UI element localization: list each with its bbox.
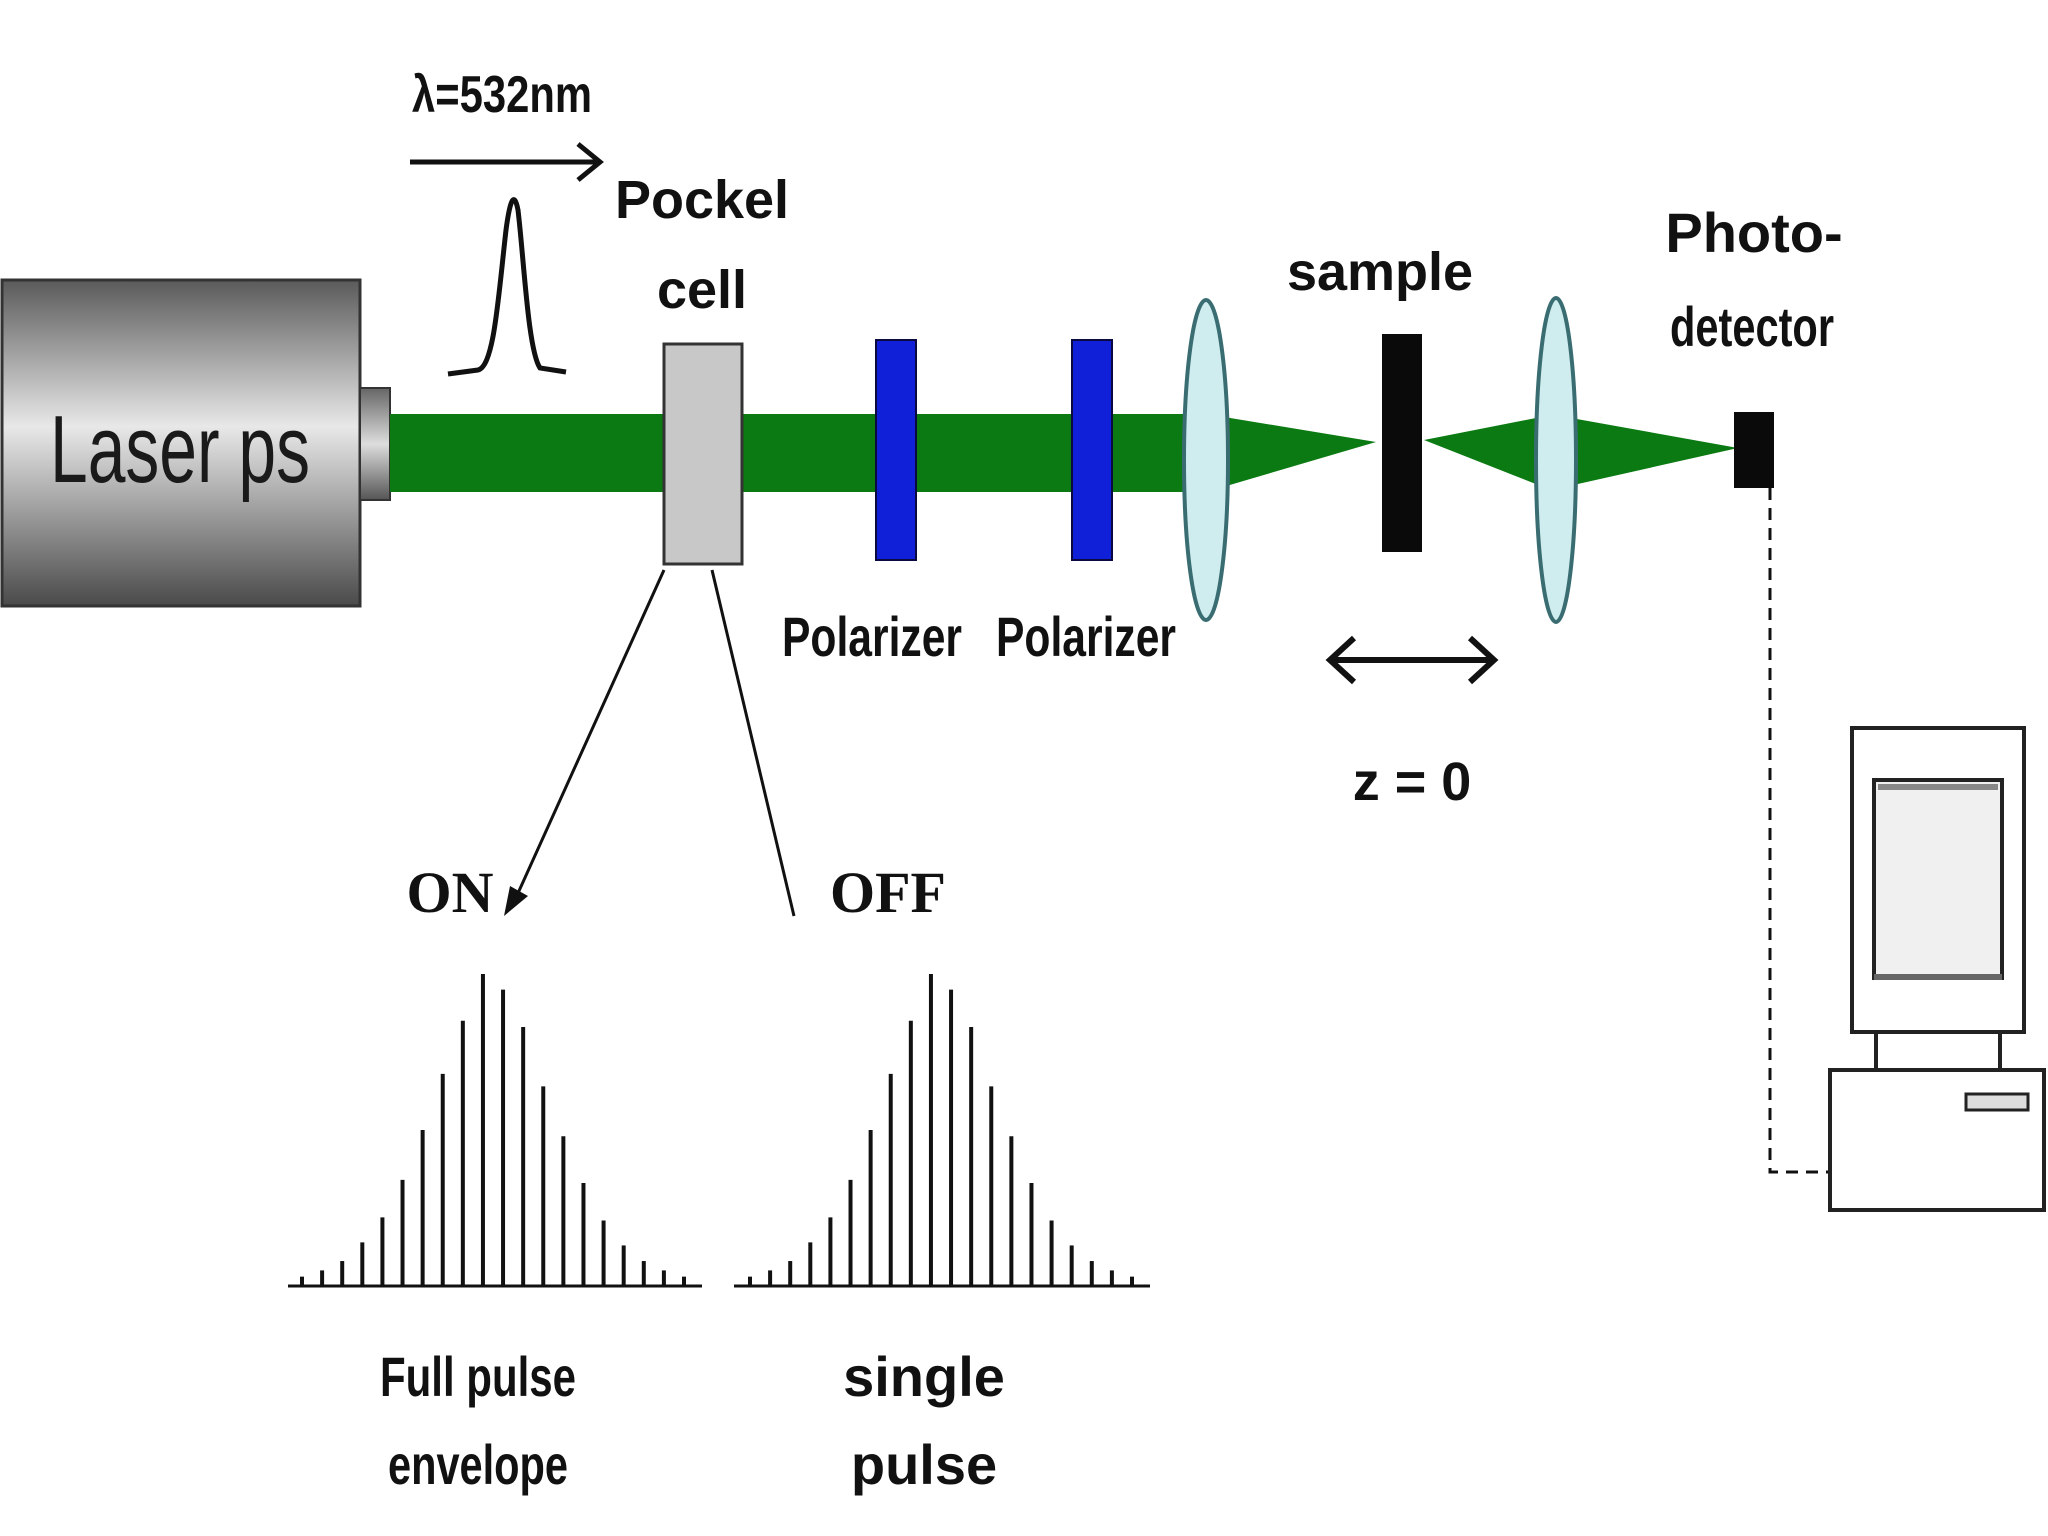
polarizer-1-label: Polarizer bbox=[782, 605, 962, 668]
sample-label: sample bbox=[1287, 242, 1473, 302]
photodetector-label-line2: detector bbox=[1670, 295, 1834, 358]
double-arrow-icon bbox=[1325, 635, 1499, 685]
wavelength-label: λ=532nm bbox=[412, 66, 592, 124]
single-pulse-label-line1: single bbox=[843, 1345, 1005, 1408]
photodetector-label-line1: Photo- bbox=[1665, 201, 1842, 264]
single-pulse-train bbox=[734, 974, 1150, 1288]
laser-body bbox=[0, 278, 362, 608]
pockel-cell-label-line1: Pockel bbox=[615, 170, 789, 230]
beam-focus-cone bbox=[1206, 414, 1376, 492]
pockel-cell-label-line2: cell bbox=[657, 260, 747, 320]
laser-source: Laser ps bbox=[0, 278, 391, 608]
pockel-cell bbox=[662, 342, 744, 566]
gaussian-pulse-icon bbox=[447, 197, 567, 377]
off-label: OFF bbox=[830, 860, 946, 925]
sample-slab bbox=[1382, 334, 1422, 552]
polarizer-2 bbox=[1071, 339, 1113, 561]
photodetector bbox=[1734, 412, 1774, 488]
polarizer-2-label: Polarizer bbox=[996, 605, 1176, 668]
single-pulse-label-line2: pulse bbox=[851, 1433, 997, 1496]
off-pointer-line bbox=[710, 569, 796, 917]
laser-beam bbox=[390, 414, 1206, 492]
laser-nozzle bbox=[359, 387, 391, 501]
full-pulse-label-line1: Full pulse bbox=[380, 1345, 576, 1408]
on-label: ON bbox=[407, 860, 494, 925]
full-pulse-train bbox=[288, 974, 702, 1288]
focusing-lens bbox=[1182, 298, 1230, 622]
signal-cable bbox=[1768, 488, 1830, 1174]
collecting-lens bbox=[1534, 296, 1578, 624]
polarizer-1 bbox=[875, 339, 917, 561]
laser-label: Laser ps bbox=[50, 396, 310, 503]
z-position-label: z = 0 bbox=[1353, 752, 1472, 812]
on-pointer-arrow bbox=[504, 569, 666, 916]
computer-icon bbox=[1828, 726, 2046, 1212]
beam-detector-cone bbox=[1560, 416, 1738, 488]
beam-diverging-cone bbox=[1424, 416, 1546, 488]
full-pulse-label-line2: envelope bbox=[388, 1433, 568, 1496]
arrow-right-icon bbox=[410, 142, 604, 182]
